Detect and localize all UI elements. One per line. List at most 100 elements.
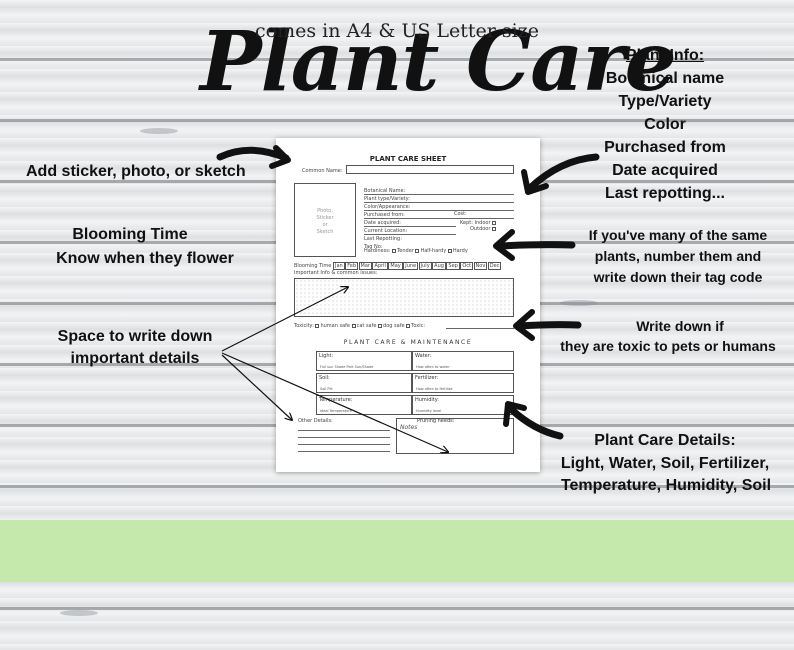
checkbox[interactable]: [492, 220, 497, 225]
month-cell[interactable]: Feb: [345, 262, 359, 270]
label-space-line1: Space to write down: [57, 328, 213, 345]
kept-options: Kept: Indoor Outdoor: [460, 220, 497, 232]
cell-label: Soil:: [319, 375, 330, 381]
common-name-label: Common Name:: [302, 168, 343, 174]
plant-info-list: Plant Info: Botanical name Type/Variety …: [585, 44, 745, 205]
arrow-toxic: [516, 321, 582, 330]
cell-soil[interactable]: Soil: Soil PH:: [316, 373, 412, 393]
arrow-important: [221, 287, 348, 352]
photo-text-line: or: [322, 222, 328, 228]
checkbox[interactable]: [315, 323, 320, 328]
photo-placeholder: Photo, Sticker or Sketch: [294, 208, 356, 236]
field-date-acquired: Date acquired:: [364, 220, 401, 226]
hardiness-row: Hardiness: Tender Half-hardy Hardy: [364, 248, 468, 254]
thin-arrows: [221, 287, 448, 452]
month-cell[interactable]: June: [403, 262, 419, 270]
important-info-label: Important Info & common issues:: [294, 270, 378, 276]
cell-temperature[interactable]: Temperature: Ideal Temperature: [316, 395, 412, 415]
month-cell[interactable]: Oct: [460, 262, 474, 270]
checkbox[interactable]: [492, 226, 497, 231]
plant-fields: Botanical Name: Plant type/Variety: Colo…: [364, 187, 410, 251]
cell-sub: Full sun Shade Part Sun/Shade: [320, 365, 374, 369]
arrow-tag-head: [493, 229, 515, 261]
plant-info-item: Purchased from: [604, 139, 726, 156]
toxicity-option: Toxic:: [411, 323, 426, 329]
details-line: [298, 444, 390, 445]
photo-text-line: Photo,: [317, 208, 333, 214]
label-space-line2: important details: [70, 350, 200, 367]
month-cell[interactable]: May: [388, 262, 403, 270]
label-blooming-title: Blooming Time: [72, 226, 188, 243]
plant-info-item: Date acquired: [612, 162, 718, 179]
field-tag-no: Tag No:: [364, 244, 383, 250]
cell-sub: Ideal Temperature: [320, 409, 352, 413]
month-cell[interactable]: Mar: [358, 262, 372, 270]
label-many-line3: write down their tag code: [593, 269, 763, 285]
cell-fertilizer[interactable]: Fertilizer: How often to fertilize: [412, 373, 514, 393]
toxicity-label: Toxicity:: [294, 323, 314, 329]
month-cell[interactable]: Dec: [487, 262, 502, 270]
hardiness-label: Hardiness:: [364, 248, 391, 254]
toxicity-option: dog safe: [383, 323, 405, 329]
cell-label: Temperature:: [319, 397, 353, 403]
field-botanical-name: Botanical Name:: [364, 188, 406, 194]
field-current-location: Current Location:: [364, 228, 408, 234]
plant-info-heading: Plant Info:: [625, 47, 705, 64]
month-cell[interactable]: Sep: [446, 262, 460, 270]
month-cell[interactable]: April: [372, 262, 388, 270]
label-toxic-line2: they are toxic to pets or humans: [560, 338, 776, 354]
plant-info-item: Botanical name: [605, 70, 725, 87]
label-details-line1: Plant Care Details:: [594, 432, 736, 449]
brush-arrows: [216, 145, 600, 440]
toxicity-row: Toxicity: human safe cat safe dog safe T…: [294, 323, 425, 329]
toxicity-option: cat safe: [356, 323, 377, 329]
label-many-line1: If you've many of the same: [588, 227, 768, 243]
field-color: Color/Appearance:: [364, 204, 411, 210]
kept-indoor: Kept: Indoor: [460, 220, 491, 226]
month-cell[interactable]: Nov: [473, 262, 488, 270]
wood-knot: [60, 610, 98, 616]
field-underline: [364, 202, 514, 203]
wood-knot: [140, 128, 178, 134]
field-plant-type: Plant type/Variety:: [364, 196, 410, 202]
cost-label: Cost:: [454, 211, 467, 217]
arrow-care: [508, 406, 564, 440]
maintenance-heading: PLANT CARE & MAINTENANCE: [343, 339, 473, 346]
plant-info-item: Last repotting...: [605, 185, 725, 202]
checkbox[interactable]: [378, 323, 383, 328]
month-cell[interactable]: July: [418, 262, 432, 270]
cell-pruning[interactable]: Pruning needs: Notes: [396, 418, 514, 454]
field-underline: [364, 218, 514, 219]
field-underline: [364, 194, 514, 195]
important-info-box[interactable]: [294, 278, 514, 317]
sheet-title: PLANT CARE SHEET: [369, 155, 447, 163]
field-underline: [364, 234, 456, 235]
notes-label: Notes: [400, 424, 418, 431]
checkbox[interactable]: [406, 323, 411, 328]
cell-label: Light:: [319, 353, 334, 359]
photo-text-line: Sticker: [316, 215, 334, 221]
checkbox[interactable]: [415, 248, 420, 253]
arrow-info-head: [521, 169, 549, 195]
arrow-sticker-head: [269, 145, 291, 169]
common-name-field: [346, 165, 514, 174]
arrow-other: [221, 354, 292, 420]
details-line: [298, 451, 390, 452]
checkbox[interactable]: [351, 323, 356, 328]
page-title: Plant Care: [200, 14, 677, 110]
label-blooming-desc: Know when they flower: [56, 250, 234, 267]
month-cell[interactable]: Aug: [432, 262, 446, 270]
checkbox[interactable]: [447, 248, 452, 253]
month-cell[interactable]: Jan: [332, 262, 345, 270]
cell-label: Humidity:: [415, 397, 439, 403]
checkbox[interactable]: [392, 248, 397, 253]
cell-sub: How often to fertilize: [416, 387, 453, 391]
label-toxic-line1: Write down if: [636, 318, 724, 334]
cell-water[interactable]: Water: How often to water: [412, 351, 514, 371]
hardiness-option: Hardy: [452, 248, 468, 254]
field-last-repotting: Last Repotting:: [364, 236, 402, 242]
cell-light[interactable]: Light: Full sun Shade Part Sun/Shade: [316, 351, 412, 371]
plant-info-item: Type/Variety: [618, 93, 712, 110]
toxic-underline: [446, 328, 514, 329]
